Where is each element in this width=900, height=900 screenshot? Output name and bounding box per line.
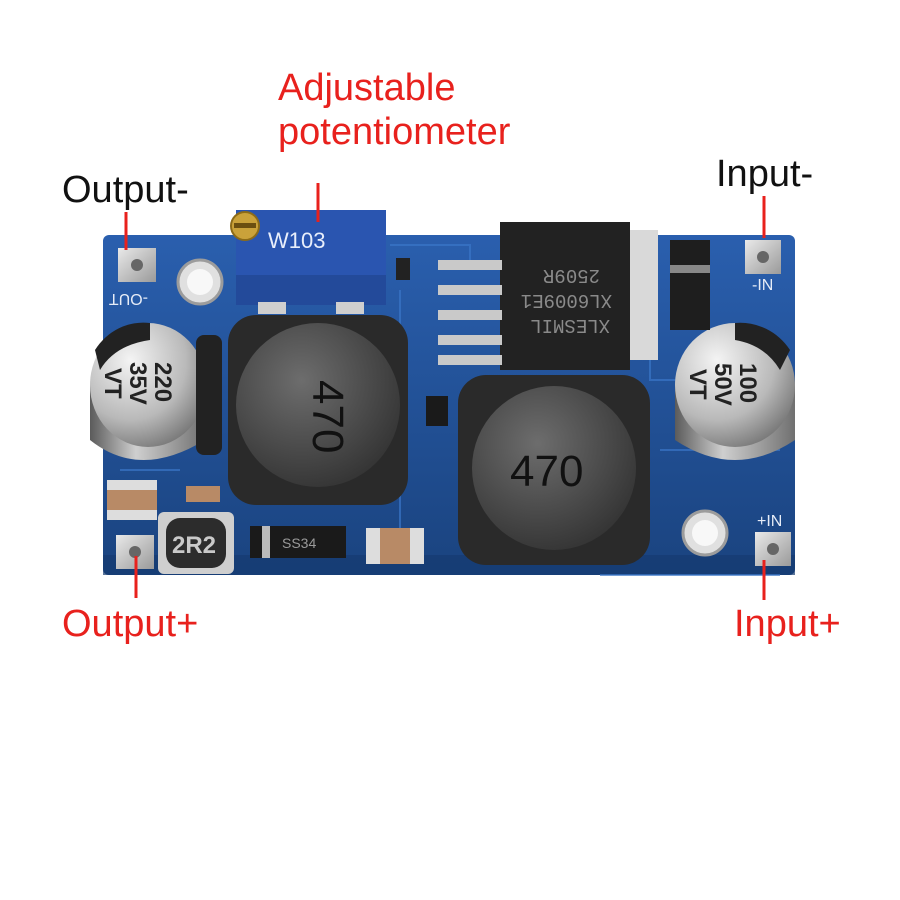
svg-text:VT: VT bbox=[99, 368, 126, 399]
inductor-right-470: 470 bbox=[458, 375, 650, 565]
label-potentiometer-line2: potentiometer bbox=[278, 111, 511, 153]
svg-text:35V: 35V bbox=[124, 362, 151, 405]
svg-text:W103: W103 bbox=[268, 228, 325, 253]
svg-text:50V: 50V bbox=[709, 363, 736, 406]
capacitor-100uf: 100 50V VT bbox=[675, 322, 795, 460]
diode-input bbox=[670, 240, 710, 330]
svg-text:220: 220 bbox=[149, 362, 176, 402]
potentiometer-w103: W103 bbox=[230, 210, 386, 314]
inductor-left-470: 470 bbox=[228, 315, 408, 505]
pad-output-minus bbox=[118, 248, 156, 282]
label-output-plus: Output+ bbox=[62, 603, 199, 645]
smd-inductor-2r2: 2R2 bbox=[158, 512, 234, 574]
svg-text:2509R: 2509R bbox=[543, 264, 600, 286]
label-potentiometer: Adjustable potentiometer bbox=[278, 66, 510, 154]
svg-text:100: 100 bbox=[734, 363, 761, 403]
label-input-plus: Input+ bbox=[734, 603, 841, 645]
svg-text:470: 470 bbox=[510, 447, 583, 496]
pad-input-minus bbox=[745, 240, 781, 274]
svg-text:XL6009E1: XL6009E1 bbox=[521, 289, 612, 311]
capacitor-220uf: 220 35V VT bbox=[90, 322, 222, 460]
diode-ss34: SS34 bbox=[250, 526, 346, 558]
svg-text:SS34: SS34 bbox=[282, 535, 316, 551]
silk-out-minus: -OUT bbox=[109, 290, 148, 307]
svg-text:470: 470 bbox=[303, 380, 352, 453]
smd-cap-middle bbox=[366, 528, 424, 564]
smd-cap-left bbox=[107, 480, 157, 520]
regulator-chip-xl6009: XLESMIL XL6009E1 2509R bbox=[438, 222, 658, 370]
silk-in-minus: -IN bbox=[752, 277, 773, 294]
silk-in-plus: +IN bbox=[757, 513, 782, 530]
pad-input-plus bbox=[755, 532, 791, 566]
svg-text:XLESMIL: XLESMIL bbox=[530, 314, 610, 336]
label-output-minus: Output- bbox=[62, 169, 189, 211]
label-input-minus: Input- bbox=[716, 153, 814, 195]
svg-text:VT: VT bbox=[684, 369, 711, 400]
label-potentiometer-line1: Adjustable bbox=[278, 67, 456, 109]
svg-text:2R2: 2R2 bbox=[172, 532, 216, 559]
